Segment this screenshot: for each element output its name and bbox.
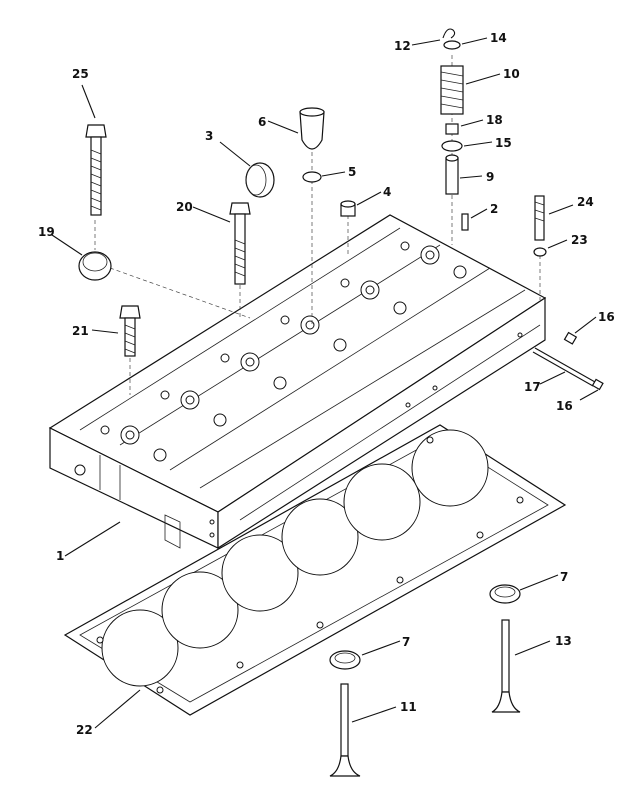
part-11-valve xyxy=(329,683,361,777)
part-25-head-bolt xyxy=(85,124,107,216)
part-12-retainer-clip xyxy=(442,28,456,39)
part-17-tube xyxy=(532,347,596,387)
part-15-spring-seat xyxy=(441,140,463,152)
callout-16-lower: 16 xyxy=(556,399,573,413)
valve-ports xyxy=(74,241,523,538)
callout-19: 19 xyxy=(38,225,55,239)
part-24-stud xyxy=(534,195,545,241)
callout-18: 18 xyxy=(486,113,503,127)
part-6-injector-sleeve xyxy=(299,107,325,150)
part-13-valve xyxy=(491,619,521,713)
callout-22: 22 xyxy=(76,723,93,737)
callout-4: 4 xyxy=(383,185,391,199)
part-18-valve-stem-seal xyxy=(445,123,459,135)
part-9-valve-guide xyxy=(445,154,459,195)
callout-13: 13 xyxy=(555,634,572,648)
part-7-valve-seat-upper xyxy=(489,584,521,604)
callout-7-lower: 7 xyxy=(402,635,410,649)
part-16-plug-upper xyxy=(563,331,578,345)
part-23-washer xyxy=(533,247,547,257)
part-2-dowel xyxy=(461,213,469,231)
callout-11: 11 xyxy=(400,700,417,714)
part-5-o-ring xyxy=(302,171,322,183)
part-7-valve-seat-lower xyxy=(329,650,361,670)
cylinder-head xyxy=(48,214,547,550)
part-16-plug-lower xyxy=(591,378,604,391)
callout-25: 25 xyxy=(72,67,89,81)
callout-20: 20 xyxy=(176,200,193,214)
callout-7-upper: 7 xyxy=(560,570,568,584)
callout-5: 5 xyxy=(348,165,356,179)
callout-16-upper: 16 xyxy=(598,310,615,324)
callout-9: 9 xyxy=(486,170,494,184)
part-3-cup-plug xyxy=(245,162,275,198)
head-gasket xyxy=(63,424,567,716)
callout-17: 17 xyxy=(524,380,541,394)
part-10-valve-spring xyxy=(440,65,464,115)
callout-3: 3 xyxy=(205,129,213,143)
callout-12: 12 xyxy=(394,39,411,53)
callout-21: 21 xyxy=(72,324,89,338)
callout-14: 14 xyxy=(490,31,507,45)
callout-labels: 1 2 3 4 5 6 7 7 9 10 11 12 13 14 15 16 1… xyxy=(38,31,615,737)
part-14-valve-cap xyxy=(443,40,461,50)
callout-2: 2 xyxy=(490,202,498,216)
callout-6: 6 xyxy=(258,115,266,129)
part-20-head-bolt xyxy=(229,202,251,285)
part-19-cup-plug xyxy=(78,251,112,281)
part-4-plug xyxy=(340,200,356,217)
callout-15: 15 xyxy=(495,136,512,150)
callout-1: 1 xyxy=(56,549,64,563)
gasket-bores xyxy=(101,429,489,687)
part-21-bolt xyxy=(119,305,141,357)
callout-10: 10 xyxy=(503,67,520,81)
leader-lines xyxy=(51,37,599,729)
callout-24: 24 xyxy=(577,195,594,209)
callout-23: 23 xyxy=(571,233,588,247)
